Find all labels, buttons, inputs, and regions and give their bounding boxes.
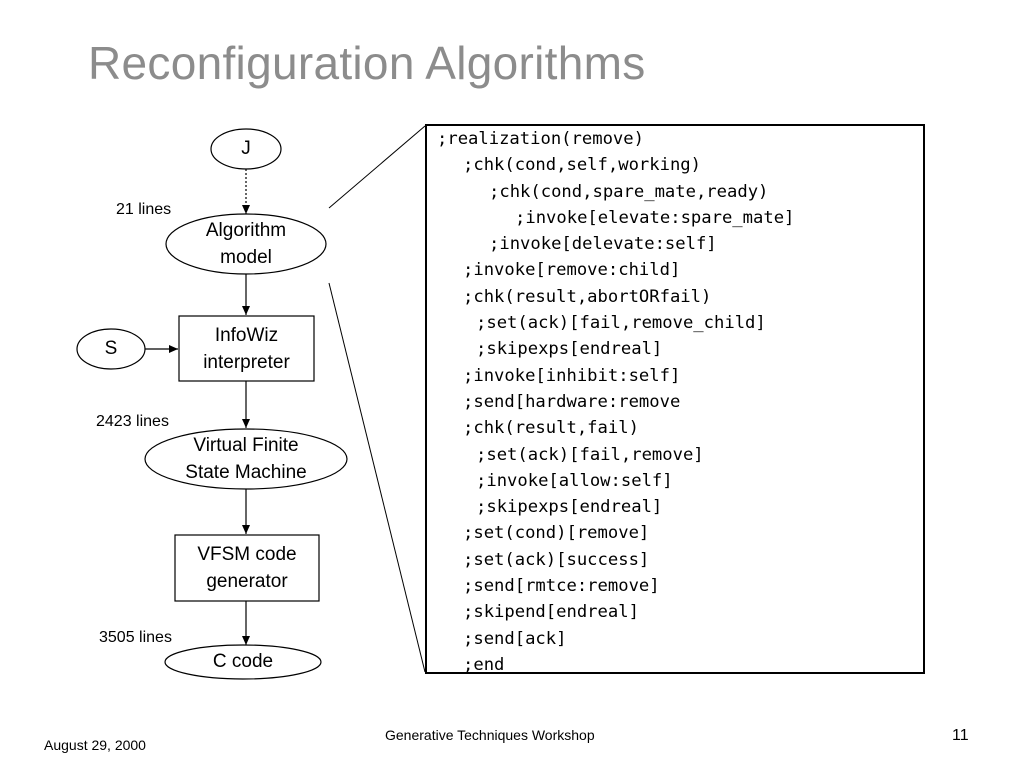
zoom-line-top — [328, 125, 426, 209]
code-listing: ;realization(remove) ;chk(cond,self,worki… — [425, 124, 925, 675]
code-line: ;set(ack)[success] — [463, 549, 650, 570]
code-line: ;set(cond)[remove] — [463, 523, 650, 544]
zoom-line-bottom — [328, 282, 426, 673]
node-s-label: S — [104, 338, 118, 359]
node-codegen-label: VFSM code generator — [197, 544, 297, 592]
code-line: ;send[ack] — [463, 628, 567, 649]
code-line: ;end — [463, 654, 505, 675]
code-line: ;send[hardware:remove — [463, 391, 681, 412]
code-line: ;send[rmtce:remove] — [463, 576, 660, 597]
node-codegen-shape — [174, 534, 320, 602]
code-line: ;chk(result,abortORfail) — [463, 286, 712, 307]
footer-title: Generative Techniques Workshop — [385, 727, 595, 743]
code-line: ;chk(result,fail) — [463, 418, 639, 439]
code-line: ;chk(cond,spare_mate,ready) — [489, 181, 769, 202]
slide-title: Reconfiguration Algorithms — [88, 37, 646, 89]
node-infowiz-label: InfoWiz interpreter — [203, 324, 290, 373]
node-infowiz-shape — [178, 315, 315, 382]
node-j-label: J — [241, 138, 251, 159]
code-line: ;invoke[delevate:self] — [489, 234, 717, 255]
node-algorithm-model-label: Algorithm model — [205, 220, 287, 268]
code-line: ;skipend[endreal] — [463, 602, 639, 623]
node-c-code-label: C code — [212, 651, 274, 672]
node-vfsm-label: Virtual Finite State Machine — [185, 435, 307, 483]
code-line: ;chk(cond,self,working) — [463, 155, 701, 176]
footer-date: August 29, 2000 — [44, 737, 146, 753]
code-line: ;realization(remove) — [437, 129, 644, 149]
code-line: ;invoke[elevate:spare_mate] — [515, 207, 795, 228]
code-line: ;skipexps[endreal] — [476, 339, 663, 360]
node-c-code-shape — [164, 644, 322, 680]
code-line: ;skipexps[endreal] — [476, 497, 663, 518]
code-line: ;set(ack)[fail,remove_child] — [476, 313, 766, 334]
page-number: 11 — [952, 727, 969, 744]
line-count-c-code: 3505 lines — [99, 629, 172, 646]
code-line: ;invoke[inhibit:self] — [463, 365, 681, 386]
code-line: ;invoke[remove:child] — [463, 260, 681, 281]
line-count-vfsm: 2423 lines — [96, 413, 169, 430]
line-count-algorithm-model: 21 lines — [116, 201, 172, 218]
code-line: ;invoke[allow:self] — [476, 470, 673, 491]
code-line: ;set(ack)[fail,remove] — [476, 444, 704, 465]
